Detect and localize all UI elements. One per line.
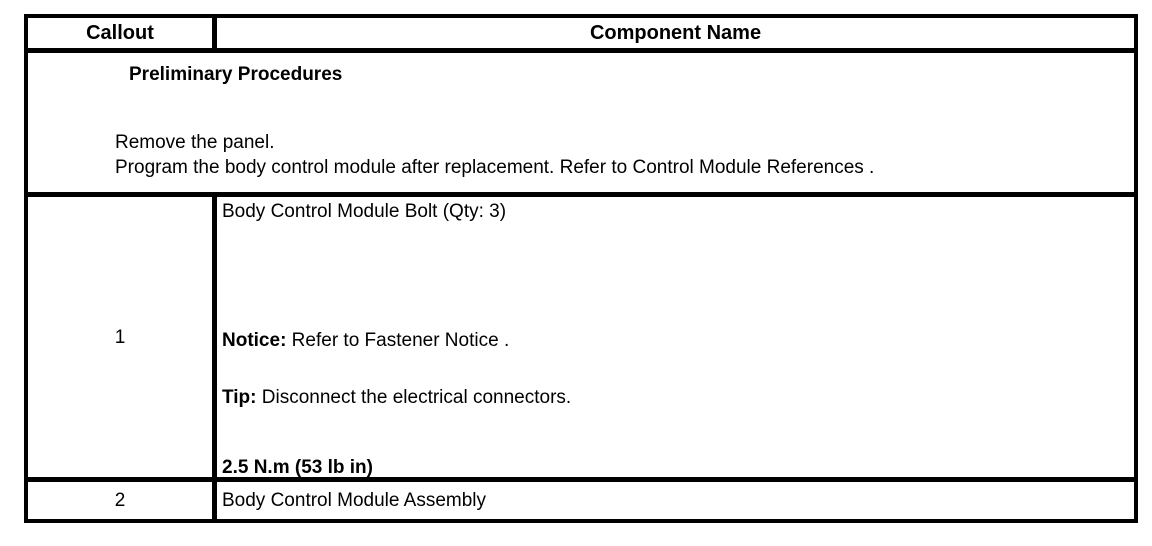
tip-line: Tip: Disconnect the electrical connector… xyxy=(222,385,1130,410)
notice-label: Notice: xyxy=(222,330,287,351)
callout-number-2: 2 xyxy=(28,482,217,519)
table-row-callout-2: 2 Body Control Module Assembly xyxy=(28,482,1134,519)
tip-text: Disconnect the electrical connectors. xyxy=(256,387,572,408)
notice-text: Refer to Fastener Notice . xyxy=(286,330,510,351)
preliminary-step-program-module: Program the body control module after re… xyxy=(115,157,875,178)
preliminary-procedures-title: Preliminary Procedures xyxy=(129,64,343,85)
component-name-assembly: Body Control Module Assembly xyxy=(222,490,487,511)
component-name-bolt: Body Control Module Bolt (Qty: 3) xyxy=(222,201,507,222)
callout-number-1: 1 xyxy=(28,197,217,477)
callout-column-header: Callout xyxy=(28,18,217,48)
torque-spec: 2.5 N.m (53 lb in) xyxy=(222,457,373,478)
component-cell-bolt: Body Control Module Bolt (Qty: 3) Notice… xyxy=(217,197,1134,478)
component-name-column-header: Component Name xyxy=(589,21,762,44)
table-row-callout-1: 1 Body Control Module Bolt (Qty: 3) Noti… xyxy=(28,197,1134,482)
component-table: Callout Component Name Preliminary Proce… xyxy=(24,14,1138,523)
preliminary-procedures-section: Preliminary Procedures Remove the panel.… xyxy=(28,62,1134,197)
tip-label: Tip: xyxy=(222,387,257,408)
table-header-row: Callout Component Name xyxy=(28,18,1134,53)
notice-line: Notice: Refer to Fastener Notice . xyxy=(222,328,1130,353)
preliminary-step-remove-panel: Remove the panel. xyxy=(115,132,275,153)
